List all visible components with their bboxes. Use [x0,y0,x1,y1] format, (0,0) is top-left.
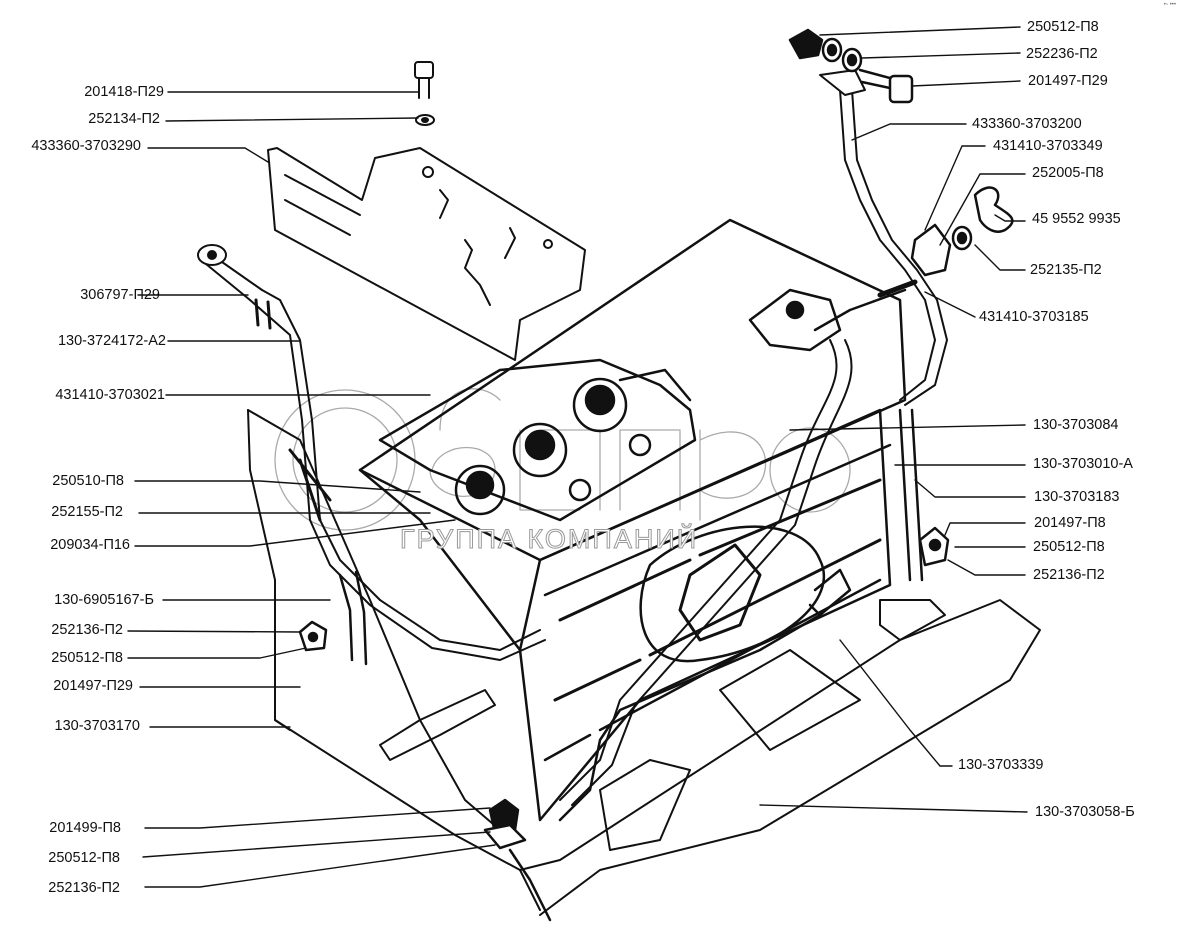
part-label-201497-p29: 201497-П29 [53,678,133,694]
leader-line [944,522,1026,536]
part-label-209034-p16: 209034-П16 [50,537,130,553]
part-label-130-3703058-b: 130-3703058-Б [1035,804,1135,820]
part-label-250512-p8-r2: 250512-П8 [1033,539,1105,555]
part-label-201418-p29: 201418-П29 [84,84,164,100]
part-label-201497-p29-r: 201497-П29 [1028,73,1108,89]
watermark-subtitle: ГРУППА КОМПАНИЙ [399,524,699,555]
battery-top-cells [378,358,697,522]
bolt-top-left [414,61,435,126]
leader-line [924,145,986,231]
part-label-250512-p8: 250512-П8 [51,650,123,666]
part-label-431410-3703349: 431410-3703349 [993,138,1103,154]
wing-nut-assembly [910,186,1014,277]
positive-terminal-clamp [748,279,918,352]
watermark-logo [274,388,851,531]
battery-tray-left [247,409,541,911]
leader-line [144,844,496,888]
base-plate [519,599,1041,916]
part-label-306797-p29: 306797-П29 [80,287,160,303]
negative-cable [197,244,546,661]
right-clamp-rod [898,408,950,582]
part-label-252136-p2: 252136-П2 [51,622,123,638]
leader-line [947,559,1026,576]
leader-line [127,630,301,633]
part-label-130-3703170: 130-3703170 [54,718,140,734]
part-label-433360-3703200: 433360-3703200 [972,116,1082,132]
part-label-130-3724172-a2: 130-3724172-А2 [57,333,166,349]
bottom-bolt-cluster [483,798,552,922]
part-label-252236-p2: 252236-П2 [1026,46,1098,62]
part-label-252134-p2: 252134-П2 [88,111,160,127]
part-label-130-3703084: 130-3703084 [1033,417,1119,433]
leader-line [839,639,953,767]
leader-line [147,147,269,163]
leader-line [134,480,421,493]
part-label-250510-p8: 250510-П8 [52,473,124,489]
leader-line [914,479,1026,498]
part-label-130-3703010-a: 130-3703010-А [1033,456,1133,472]
part-label-130-3703183: 130-3703183 [1034,489,1120,505]
part-label-45-9552-9935: 45 9552 9935 [1032,211,1121,227]
leader-line [789,424,1026,431]
part-label-201499-p8: 201499-П8 [49,820,121,836]
leader-line [127,647,307,659]
part-label-252136-p2-b: 252136-П2 [48,880,120,896]
leader-line [974,244,1026,271]
part-label-250512-p8-r: 250512-П8 [1027,19,1099,35]
leader-line [911,80,1021,87]
leader-line [851,123,967,141]
part-label-130-6905167-b: 130-6905167-Б [54,592,154,608]
leader-line [144,807,491,829]
part-label-250512-p8-b: 250512-П8 [48,850,120,866]
corner-mark: •▫ ••• [1163,2,1176,8]
terminal-bolt-top-right [788,28,914,104]
part-label-201497-p8: 201497-П8 [1034,515,1106,531]
leader-line [861,52,1021,59]
part-label-431410-3703021: 431410-3703021 [55,387,165,403]
leader-line [939,173,1026,246]
leader-line [924,291,976,318]
hold-down-rod [558,568,852,822]
part-label-252005-p8: 252005-П8 [1032,165,1104,181]
positive-cable [559,69,948,806]
leader-line [142,831,491,858]
leader-line [819,26,1021,36]
leader-line [165,117,419,122]
part-label-252135-p2: 252135-П2 [1030,262,1102,278]
part-label-431410-3703185: 431410-3703185 [979,309,1089,325]
part-label-252155-p2: 252155-П2 [51,504,123,520]
mounting-bracket [267,147,586,361]
leader-line [994,214,1026,222]
leader-line [759,804,1028,813]
left-side-bolt [298,570,368,666]
part-label-130-3703339: 130-3703339 [958,757,1044,773]
leader-line [134,519,456,547]
part-label-252136-p2-r: 252136-П2 [1033,567,1105,583]
part-label-433360-3703290: 433360-3703290 [31,138,141,154]
